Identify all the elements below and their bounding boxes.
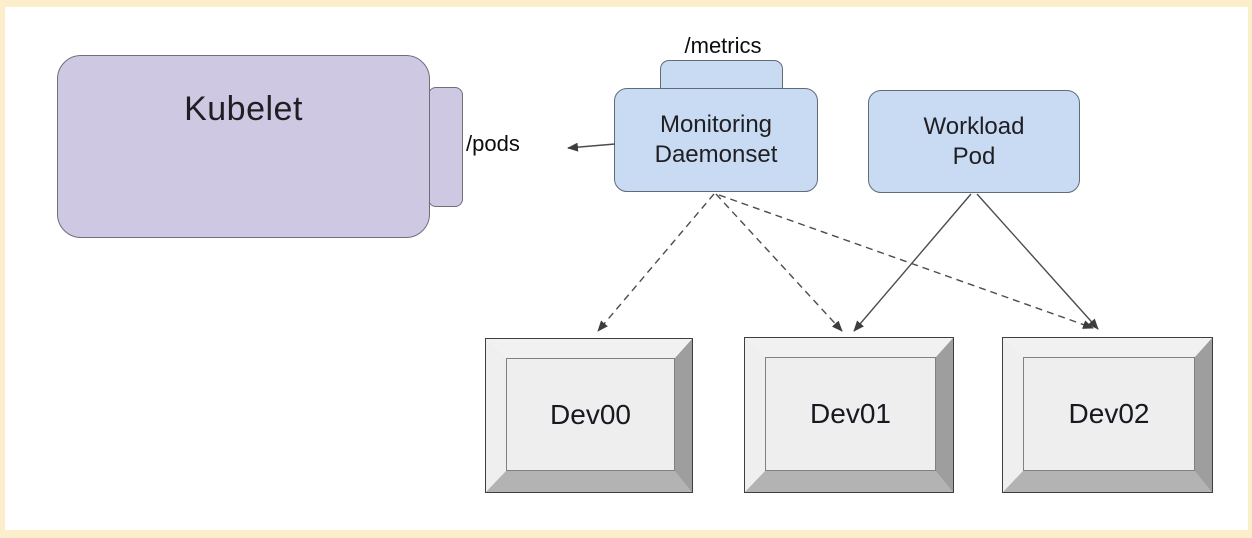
device-bevel (486, 339, 692, 492)
edge-workload-to-dev02 (976, 193, 1099, 330)
device-face: Dev01 (765, 357, 936, 471)
workload-pod-label: Workload Pod (923, 112, 1025, 170)
device-label: Dev02 (1068, 398, 1150, 429)
device-label: Dev00 (550, 398, 631, 430)
device-bevel (745, 338, 953, 492)
monitoring-daemonset-label: Monitoring Daemonset (654, 111, 778, 168)
workload-pod-node: Workload Pod (868, 90, 1080, 193)
diagram-canvas: Kubelet /pods /metrics Monitoring Daemon… (5, 7, 1248, 530)
device-node-dev02: Dev02 (1002, 337, 1213, 493)
device-bevel (1003, 338, 1212, 492)
device-node-dev01: Dev01 (744, 337, 954, 493)
device-face: Dev00 (506, 358, 675, 471)
kubelet-side-tab (428, 87, 463, 207)
edge-workload-to-dev01 (853, 193, 972, 332)
device-label: Dev01 (810, 398, 891, 429)
edge-monitoring-to-dev01 (715, 193, 843, 332)
device-face: Dev02 (1023, 357, 1195, 471)
monitoring-daemonset-node: Monitoring Daemonset (614, 88, 818, 192)
kubelet-label: Kubelet (184, 90, 303, 128)
edge-monitoring-to-dev02 (718, 194, 1094, 329)
device-node-dev00: Dev00 (485, 338, 693, 493)
kubelet-node: Kubelet (57, 55, 430, 238)
metrics-endpoint-label: /metrics (684, 33, 762, 58)
edge-monitoring-to-dev00 (597, 193, 715, 332)
pods-endpoint-label: /pods (466, 131, 520, 156)
edge-monitoring-to-kubelet-pods (567, 142, 616, 152)
